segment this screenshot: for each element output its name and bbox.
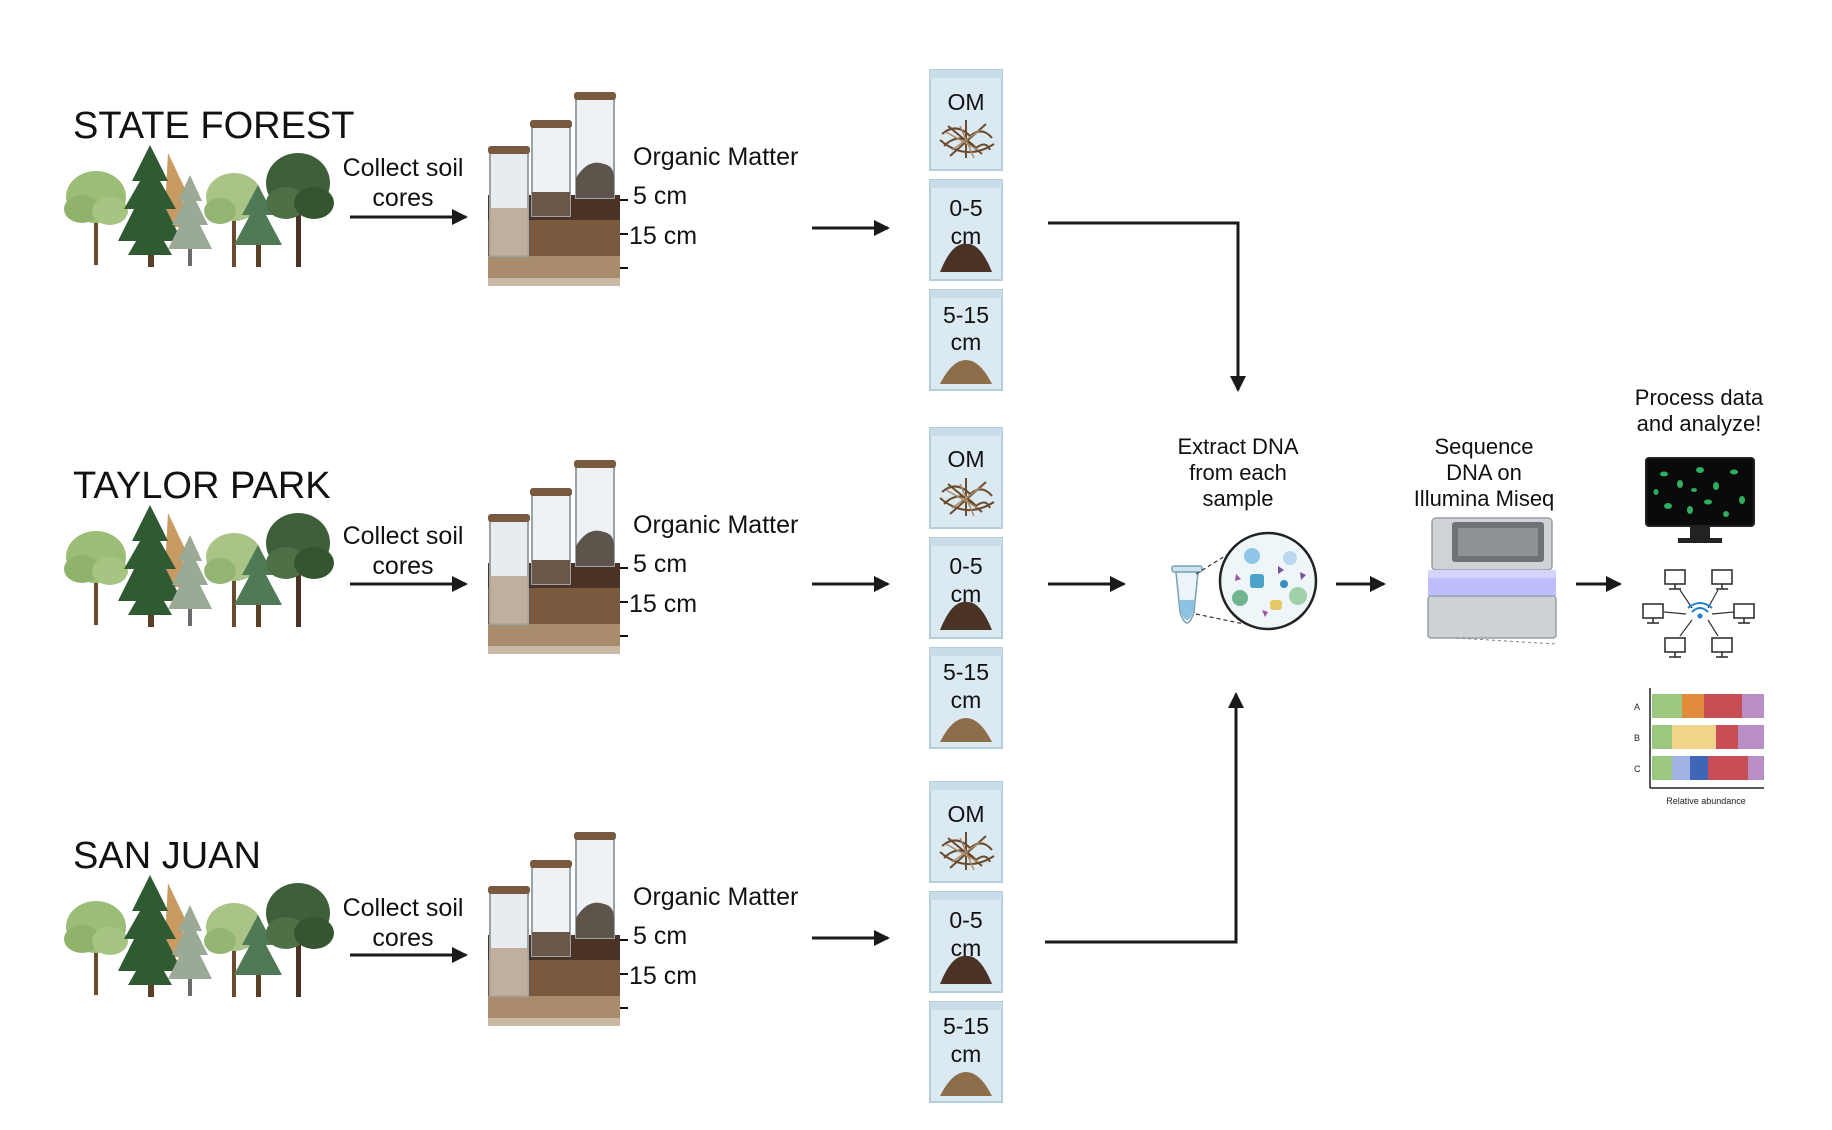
magnifier-guide: [1195, 547, 1239, 575]
row-label: A: [1634, 702, 1640, 712]
sequence-label-line1: Sequence: [1434, 434, 1533, 459]
collect-label-line1: Collect soil: [343, 894, 464, 922]
process-label-line2: and analyze!: [1637, 411, 1762, 436]
process-step: Process data and analyze!: [1634, 385, 1764, 806]
soil-core-icon: [487, 459, 629, 655]
dna-magnifier-icon: [1218, 531, 1318, 631]
soil-core-icon: [487, 91, 629, 287]
magnifier-guide: [1195, 613, 1245, 625]
monitor-icon: [1645, 457, 1755, 543]
sequence-step: Sequence DNA on Illumina Miseq: [1414, 434, 1557, 645]
sample-bag-icon: [929, 781, 1003, 883]
bag-label: cm: [951, 1041, 982, 1067]
tree-cluster-icon: [64, 145, 334, 267]
extract-label-line2: from each: [1189, 460, 1287, 485]
flow-arrow-top: [1048, 221, 1246, 392]
bar-chart-icon: A B C Relative abundance: [1634, 688, 1764, 806]
bag-label: 5-15: [943, 302, 989, 328]
bag-label: cm: [951, 329, 982, 355]
depth-label-5cm: 5 cm: [633, 922, 687, 950]
depth-label-15cm: 15 cm: [629, 962, 697, 990]
process-label-line1: Process data: [1635, 385, 1764, 410]
depth-label-organic: Organic Matter: [633, 143, 798, 171]
bag-label: 5-15: [943, 1013, 989, 1039]
collect-label-line1: Collect soil: [343, 522, 464, 550]
site-name: STATE FOREST: [73, 105, 355, 147]
depth-label-15cm: 15 cm: [629, 222, 697, 250]
sequence-label-line2: DNA on: [1446, 460, 1522, 485]
soil-core-icon: [487, 831, 629, 1027]
bag-label: cm: [951, 935, 982, 961]
site-name: SAN JUAN: [73, 835, 261, 877]
sequencer-icon: [1427, 517, 1557, 645]
collect-label-line1: Collect soil: [343, 154, 464, 182]
chart-xlabel: Relative abundance: [1666, 796, 1746, 806]
microcentrifuge-tube-icon: [1171, 565, 1203, 624]
site-name: TAYLOR PARK: [73, 465, 331, 507]
tree-cluster-icon: [64, 875, 334, 997]
extract-label-line3: sample: [1203, 486, 1274, 511]
sequence-label-line3: Illumina Miseq: [1414, 486, 1555, 511]
bag-label: 0-5: [949, 907, 982, 933]
depth-label-5cm: 5 cm: [633, 182, 687, 210]
bag-label: 5-15: [943, 659, 989, 685]
network-icon: [1642, 569, 1755, 658]
depth-label-organic: Organic Matter: [633, 883, 798, 911]
site-row-san-juan: SAN JUAN Collect soil cores Organic Matt…: [64, 781, 1003, 1103]
collect-label-line2: cores: [372, 184, 433, 212]
row-label: B: [1634, 733, 1640, 743]
bag-label: 0-5: [949, 553, 982, 579]
depth-label-organic: Organic Matter: [633, 511, 798, 539]
bag-label: cm: [951, 223, 982, 249]
bag-label: OM: [947, 89, 984, 115]
site-row-state-forest: STATE FOREST Collect soil cores Organic …: [64, 69, 1003, 391]
extract-label-line1: Extract DNA: [1177, 434, 1298, 459]
flow-arrow-bottom: [1045, 692, 1244, 944]
bag-label: cm: [951, 581, 982, 607]
extract-dna-step: Extract DNA from each sample: [1171, 434, 1318, 631]
bag-label: OM: [947, 801, 984, 827]
tree-cluster-icon: [64, 505, 334, 627]
collect-label-line2: cores: [372, 552, 433, 580]
bag-label: OM: [947, 446, 984, 472]
depth-label-5cm: 5 cm: [633, 550, 687, 578]
bag-label: 0-5: [949, 195, 982, 221]
sample-bag-icon: [929, 427, 1003, 529]
depth-label-15cm: 15 cm: [629, 590, 697, 618]
site-row-taylor-park: TAYLOR PARK Collect soil cores Organic M…: [64, 427, 1003, 749]
row-label: C: [1634, 764, 1641, 774]
bag-label: cm: [951, 687, 982, 713]
sample-bag-icon: [929, 69, 1003, 171]
collect-label-line2: cores: [372, 924, 433, 952]
